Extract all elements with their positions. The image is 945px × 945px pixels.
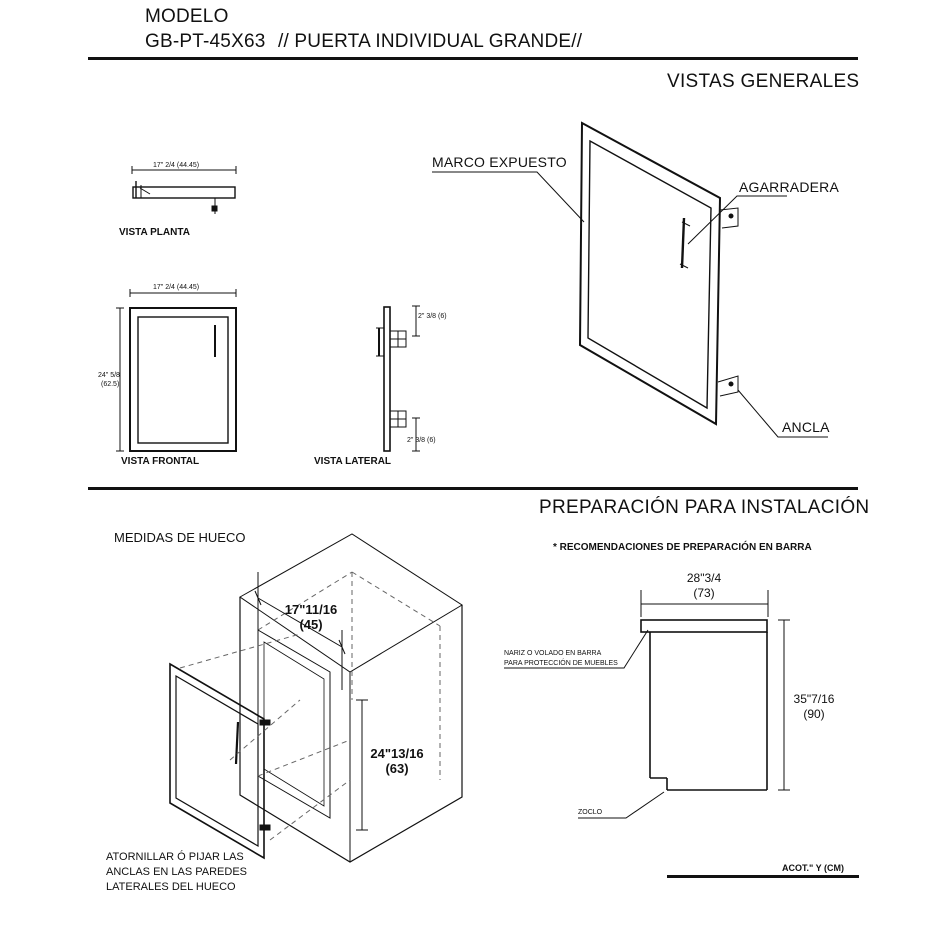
cutout-width-dimension: 17"11/16 (45) xyxy=(276,602,346,632)
model-description: // PUERTA INDIVIDUAL GRANDE// xyxy=(278,31,583,52)
model-code: GB-PT-45X63 xyxy=(145,31,266,52)
cutout-isometric-drawing xyxy=(169,533,463,863)
plan-view-drawing xyxy=(131,166,237,214)
anchor-callout: ANCLA xyxy=(782,419,830,435)
nose-callout-line: PARA PROTECCIÓN DE MUEBLES xyxy=(504,660,618,667)
cutout-width-inches: 17"11/16 xyxy=(284,602,338,617)
nose-callout-line: NARIZ O VOLADO EN BARRA xyxy=(504,650,602,657)
plan-width-dimension: 17" 2/4 (44.45) xyxy=(153,162,200,169)
bar-width-inches: 28"3/4 xyxy=(686,571,722,585)
anchor-note-line: LATERALES DEL HUECO xyxy=(106,881,236,893)
cutout-width-cm: (45) xyxy=(299,617,323,632)
plan-view-label: VISTA PLANTA xyxy=(119,227,190,238)
cutout-title: MEDIDAS DE HUECO xyxy=(114,530,246,545)
side-view-drawing xyxy=(376,305,420,452)
front-view-drawing xyxy=(116,289,237,452)
handle-callout: AGARRADERA xyxy=(739,179,840,195)
header-divider xyxy=(88,57,858,60)
install-title: PREPARACIÓN PARA INSTALACIÓN xyxy=(539,497,870,518)
model-label: MODELO xyxy=(145,6,229,27)
section-divider xyxy=(88,487,858,490)
frame-callout: MARCO EXPUESTO xyxy=(432,154,567,170)
bar-preparation-drawing xyxy=(504,590,790,819)
anchor-note-line: ATORNILLAR Ó PIJAR LAS xyxy=(106,851,244,863)
cutout-height-inches: 24"13/16 xyxy=(370,746,424,761)
bar-height-inches: 35"7/16 xyxy=(793,692,835,706)
isometric-door-drawing xyxy=(432,121,828,438)
bar-recommendation: * RECOMENDACIONES DE PREPARACIÓN EN BARR… xyxy=(553,542,812,553)
cutout-height-cm: (63) xyxy=(385,761,409,776)
front-view-label: VISTA FRONTAL xyxy=(121,456,200,467)
units-note: ACOT." Y (CM) xyxy=(782,863,844,873)
plinth-callout: ZOCLO xyxy=(578,809,603,816)
front-height-cm: (62.5) xyxy=(101,381,120,388)
anchor-note-line: ANCLAS EN LAS PAREDES xyxy=(106,866,248,878)
bar-width-dimension: 28"3/4 (73) xyxy=(664,571,744,601)
footer-rule xyxy=(667,875,859,878)
nose-callout: NARIZ O VOLADO EN BARRA PARA PROTECCIÓN … xyxy=(504,649,618,669)
front-width-dimension: 17" 2/4 (44.45) xyxy=(153,284,200,291)
bar-height-dimension: 35"7/16 (90) xyxy=(784,692,844,722)
bar-width-cm: (73) xyxy=(693,586,715,600)
side-view-label: VISTA LATERAL xyxy=(314,456,392,467)
side-bottom-dimension: 2" 3/8 (6) xyxy=(407,437,436,444)
views-title: VISTAS GENERALES xyxy=(667,71,860,92)
front-height-dimension: 24" 5/8 xyxy=(98,372,120,379)
anchor-note: ATORNILLAR Ó PIJAR LAS ANCLAS EN LAS PAR… xyxy=(106,850,247,895)
cutout-height-dimension: 24"13/16 (63) xyxy=(358,746,436,776)
side-top-dimension: 2" 3/8 (6) xyxy=(418,313,447,320)
bar-height-cm: (90) xyxy=(803,707,825,721)
